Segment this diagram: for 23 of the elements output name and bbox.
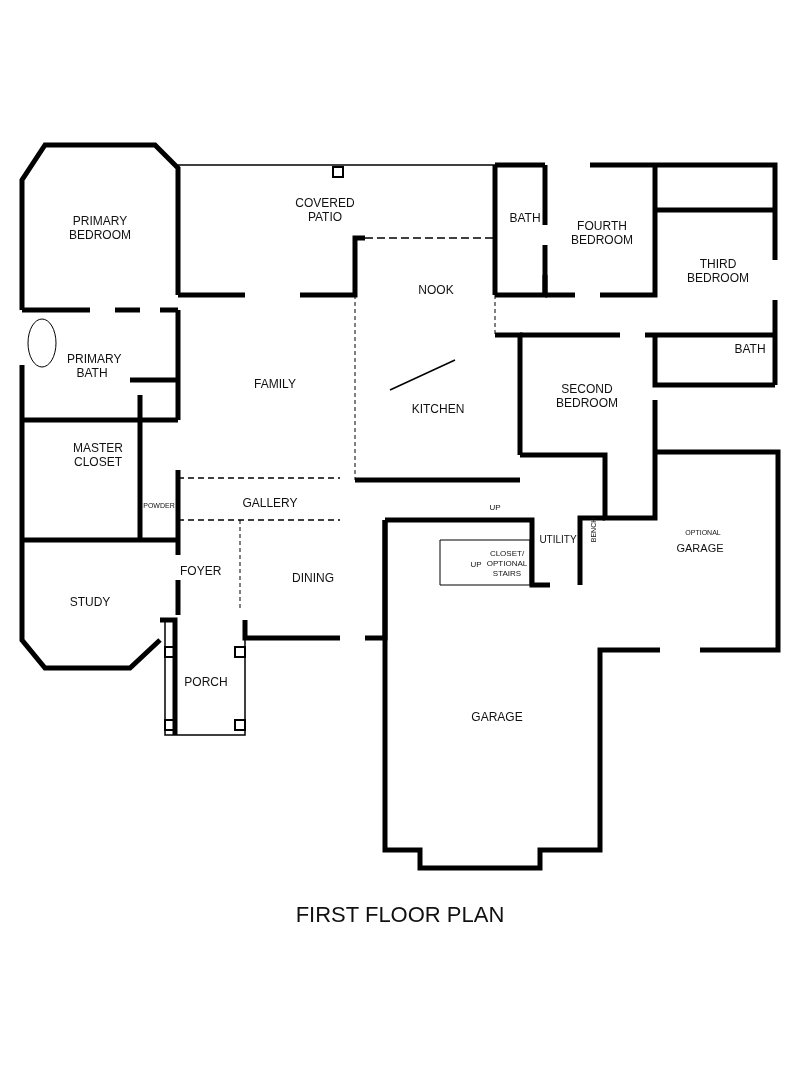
room-label: DINING: [291, 571, 335, 585]
room-label: NOOK: [417, 283, 455, 297]
room-label: PORCH: [183, 675, 229, 689]
room-label: FOYER: [180, 564, 220, 578]
room-label: KITCHEN: [410, 402, 466, 416]
room-label: GALLERY: [241, 496, 299, 510]
room-label: STUDY: [68, 595, 112, 609]
room-label: UP: [488, 503, 502, 513]
room-label: FAMILY: [253, 377, 297, 391]
room-label: UTILITY: [539, 534, 577, 546]
plan-title: FIRST FLOOR PLAN: [294, 902, 506, 928]
room-label: GARAGE: [675, 541, 725, 555]
room-label: CLOSET/ OPTIONAL STAIRS: [485, 549, 529, 579]
room-label: BATH: [508, 211, 542, 225]
room-label: SECOND BEDROOM: [555, 382, 619, 410]
room-label: PRIMARY BEDROOM: [68, 214, 132, 242]
room-label: GARAGE: [470, 710, 524, 724]
room-label: UP: [469, 560, 483, 570]
room-label: BATH: [733, 342, 767, 356]
room-label: THIRD BEDROOM: [686, 257, 750, 285]
room-label: MASTER CLOSET: [72, 441, 124, 469]
room-label: FOURTH BEDROOM: [570, 219, 634, 247]
room-label: COVERED PATIO: [294, 196, 356, 224]
